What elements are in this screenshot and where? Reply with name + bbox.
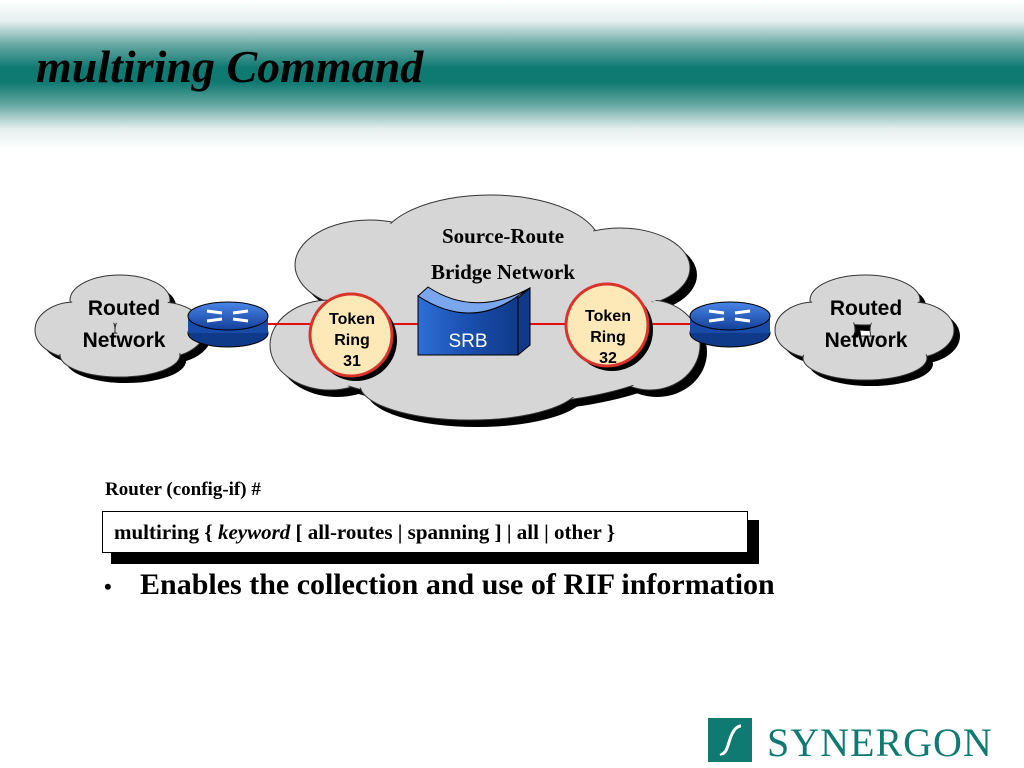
srb-bridge-icon [417,286,531,356]
left-network-label-line2: Network [83,329,166,352]
command-prompt: Router (config-if) # [105,479,261,500]
right-router-icon [689,301,771,348]
ring-31-label-line2: Ring [334,332,370,349]
ring-31-label-line1: Token [329,311,375,328]
left-network-label-line1: Routed [88,297,160,320]
bullet-dot-icon: • [104,574,112,600]
right-network-label-line1: Routed [830,297,902,320]
ring-32-label-line3: 32 [599,350,617,367]
right-network-label-line2: Network [825,329,908,352]
left-router-icon [187,301,269,348]
slide-title: multiring Command [36,41,424,92]
logo-text: SYNERGON [767,720,993,765]
logo-mark-icon [708,718,752,762]
command-syntax-box: multiring { keyword [ all-routes | spann… [102,511,748,553]
ring-32-label-line2: Ring [590,329,626,346]
token-ring-31-icon [308,292,397,381]
syntax-pre: multiring { [114,520,218,544]
srb-label: SRB [448,331,487,352]
srb-network-label-line2: Bridge Network [431,260,575,284]
synergon-logo: SYNERGON [708,718,1008,766]
syntax-keyword: keyword [217,520,291,544]
bullet-item: • Enables the collection and use of RIF i… [104,568,775,602]
srb-network-label-line1: Source-Route [442,224,564,248]
ring-31-label-line3: 31 [343,353,361,370]
title-band [0,0,1024,150]
ring-32-label-line1: Token [585,308,631,325]
syntax-post: [ all-routes | spanning ] | all | other … [290,520,616,544]
token-ring-32-icon [564,282,653,371]
bullet-text: Enables the collection and use of RIF in… [140,568,775,601]
